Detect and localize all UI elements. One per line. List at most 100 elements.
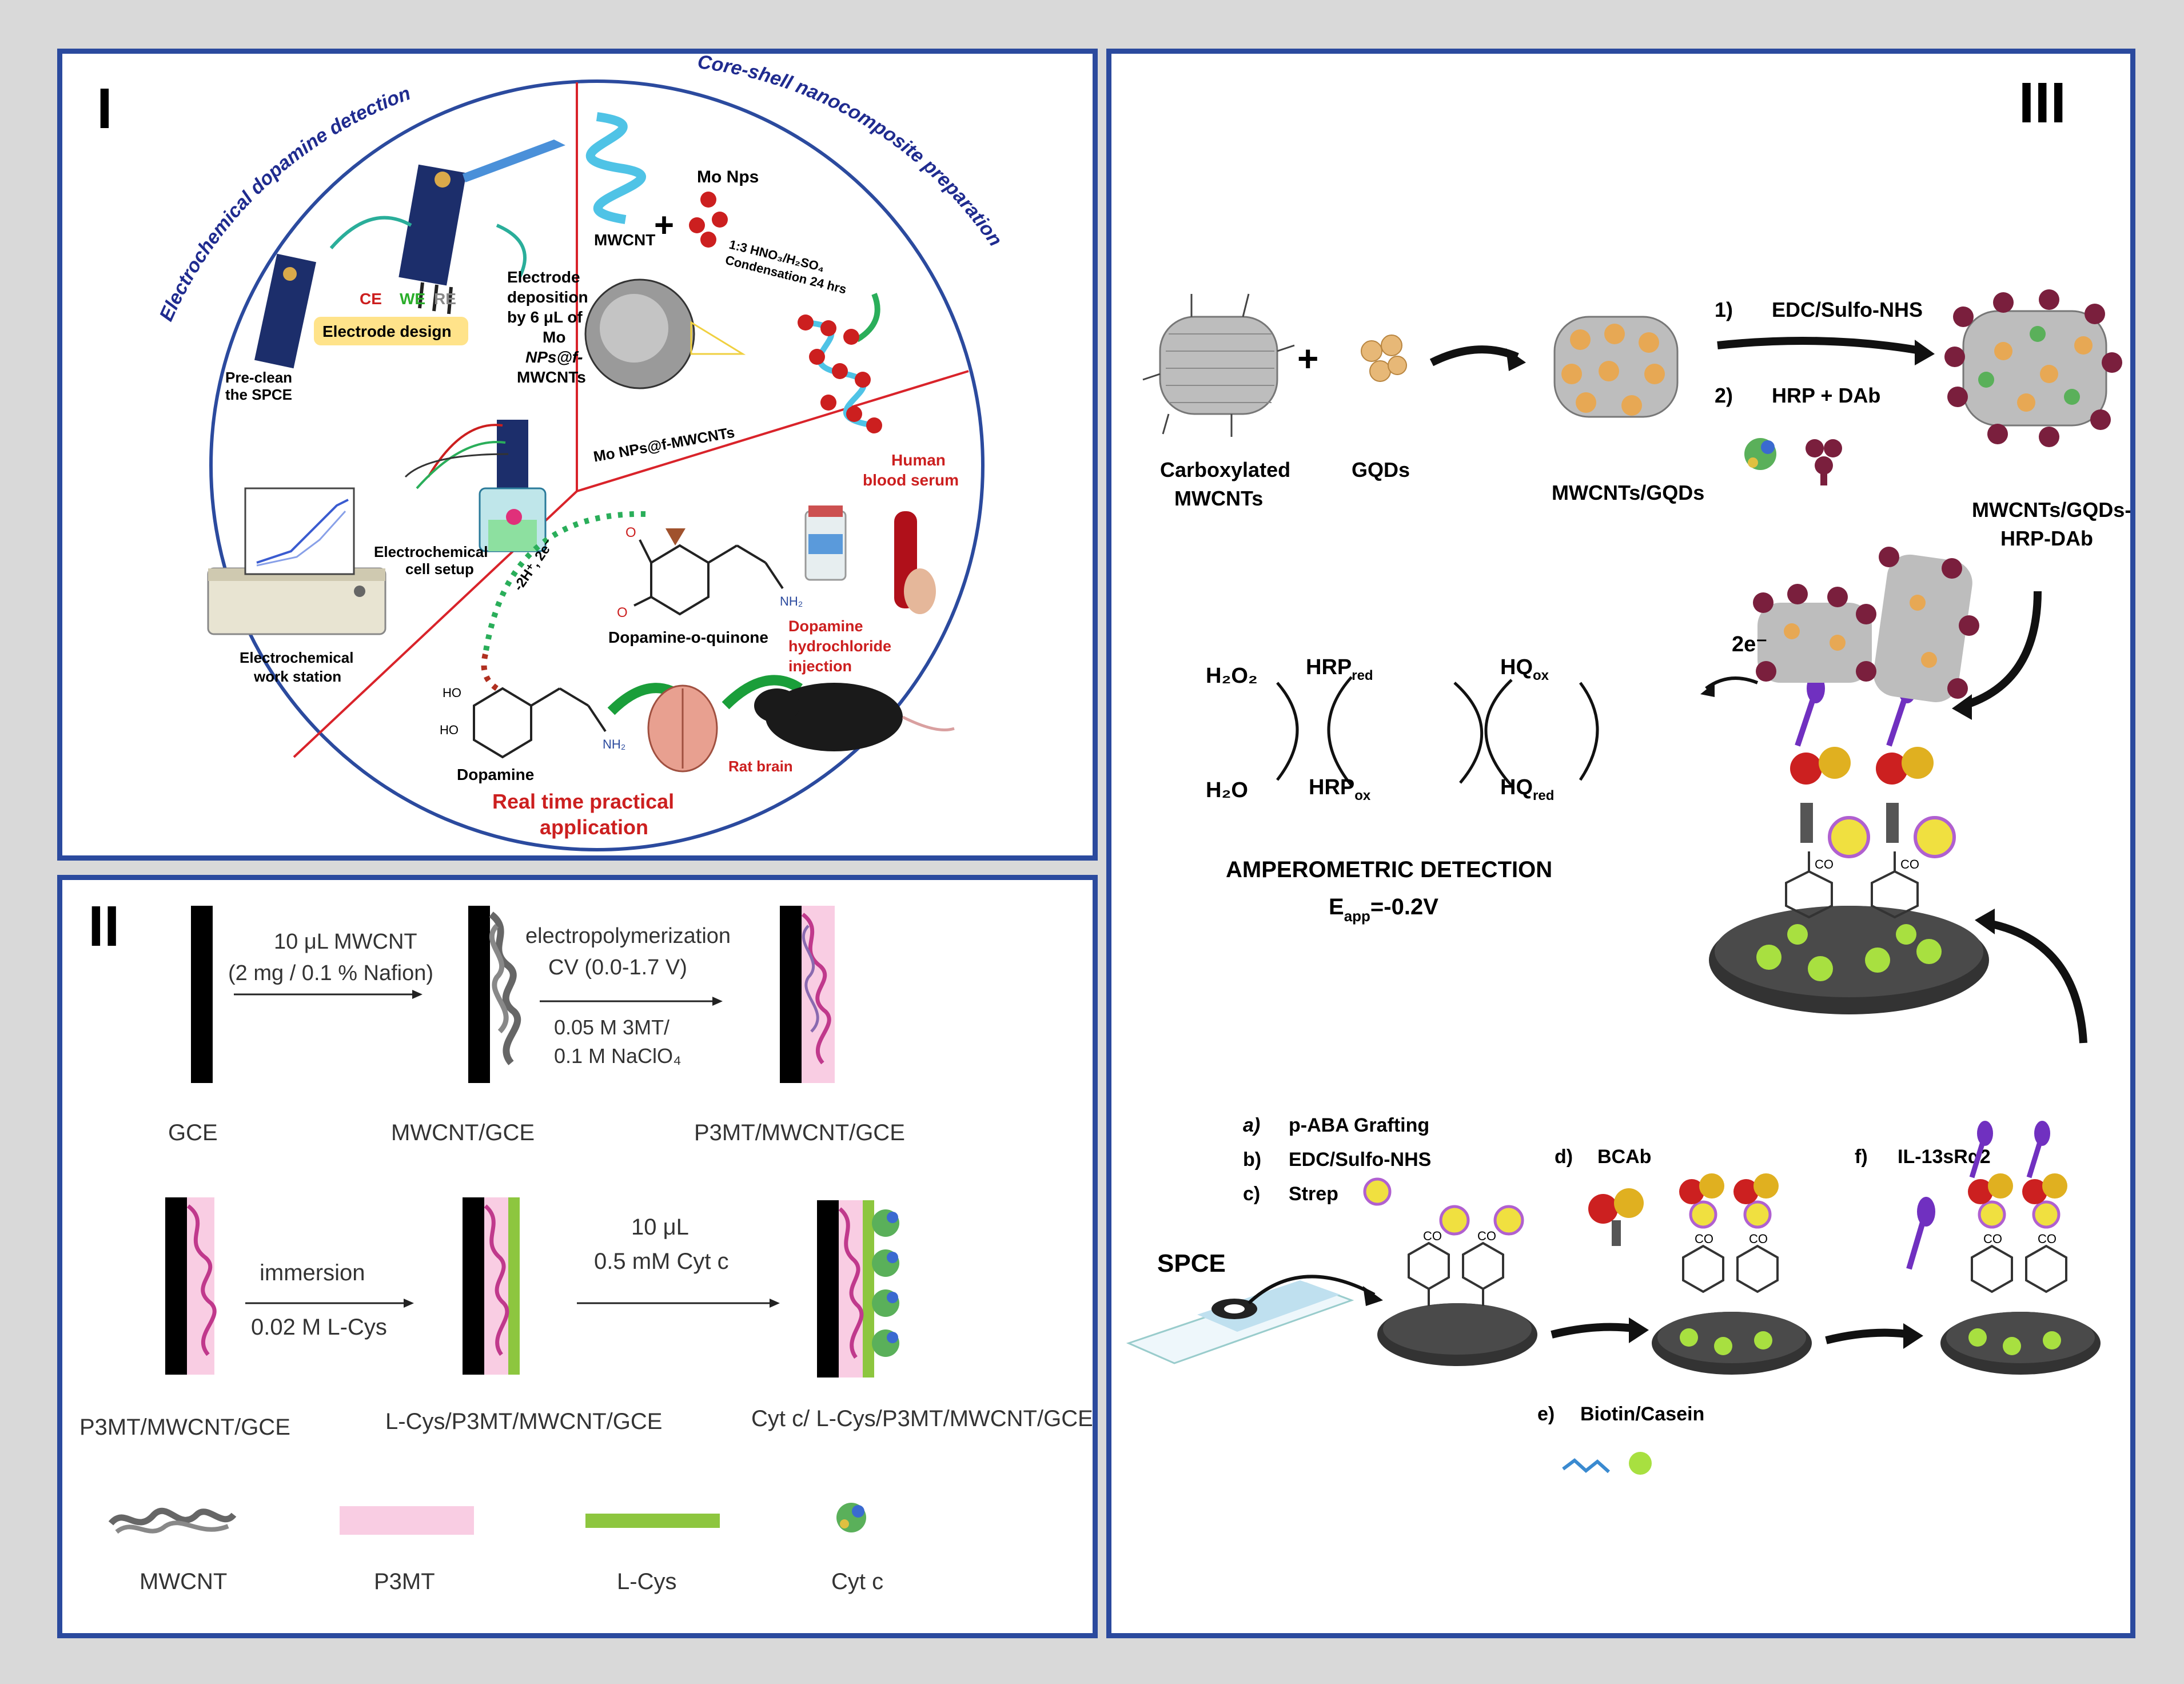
amperometric-label: AMPEROMETRIC DETECTION: [1226, 857, 1552, 882]
mwcnt-spring-icon: [585, 112, 647, 224]
arrow-spce-to-electrode: [1247, 1275, 1376, 1305]
redox-arc-1: [1276, 682, 1299, 781]
panel-1-circle: [209, 79, 985, 851]
panel-1-svg: I Electrochemical dopamine detection Cor…: [97, 54, 1006, 851]
legend-p3mt-label: P3MT: [374, 1569, 435, 1594]
strep-icon: [1363, 1177, 1392, 1206]
arrow-step4-head: [770, 1299, 780, 1308]
p3mt-mwcnt-gce-electrode: [780, 906, 835, 1083]
p3mt-mwcnt-gce-electrode-2: [165, 1197, 217, 1375]
biotin-casein-icon: [1562, 1452, 1652, 1475]
gce-label: GCE: [168, 1120, 218, 1145]
conjugate-line2: HRP-DAb: [2000, 527, 2093, 550]
arrow-preclean-to-design: [329, 216, 412, 249]
application-line2: application: [540, 815, 648, 839]
arrow-step2-head: [712, 997, 723, 1006]
arrow-step1-head: [412, 990, 423, 999]
electrode-deposition-text: Electrode deposition by 6 μL of Mo NPs@f…: [507, 268, 588, 386]
arrow-e1-to-e2-head: [1629, 1317, 1649, 1343]
svg-text:Electrode: Electrode: [507, 268, 580, 286]
step4-line1: 10 μL: [631, 1215, 689, 1240]
step-f-key: f): [1855, 1146, 1868, 1168]
step3-line1: immersion: [260, 1260, 365, 1285]
panel-2-svg: II 10 μL MWCNT (2 mg / 0.1 % Nafion) ele…: [79, 894, 1093, 1594]
step2-line3: 0.05 M 3MT/: [554, 1016, 669, 1039]
hrp-icon: [1744, 438, 1776, 470]
co-label-2: CO: [1900, 857, 1919, 871]
ce-label: CE: [360, 290, 382, 308]
quinone-o1: O: [625, 525, 636, 540]
arrow-step3-head: [404, 1299, 414, 1308]
h2o2-label: H₂O₂: [1206, 664, 1258, 688]
legend-cytc-label: Cyt c: [831, 1569, 883, 1594]
svg-text:NPs@f-: NPs@f-: [525, 348, 583, 366]
step2-line2: CV (0.0-1.7 V): [548, 956, 687, 980]
electron-arrow-head: [1700, 683, 1715, 697]
co-label-4: CO: [1477, 1229, 1496, 1243]
re-label: RE: [434, 290, 456, 308]
cell-setup-line1: Electrochemical: [374, 543, 488, 560]
arrow-to-mwcnts-gqds: [1429, 345, 1519, 367]
workstation-icon: [207, 487, 386, 635]
svg-text:Strep: Strep: [1289, 1183, 1338, 1205]
human-serum-line2: blood serum: [863, 471, 959, 489]
steps-abc: a) p-ABA Grafting b) EDC/Sulfo-NHS c) St…: [1243, 1114, 1431, 1205]
arc-title-right: Core-shell nanocomposite preparation: [696, 54, 1006, 250]
legend-cytc-swatch: [836, 1503, 866, 1532]
p3mt-mwcnt-gce-label-2: P3MT/MWCNT/GCE: [79, 1415, 290, 1440]
step-e-value: Biotin/Casein: [1580, 1403, 1704, 1425]
arrow-to-composite: [855, 293, 880, 343]
pre-clean-line1: Pre-clean: [225, 369, 292, 386]
plus-icon: +: [654, 206, 674, 244]
vial-icon: [804, 505, 847, 581]
gqds-label: GQDs: [1352, 458, 1410, 481]
arrow-e2-to-e3: [1825, 1328, 1912, 1344]
electron-arrow: [1705, 676, 1759, 690]
co-label-7: CO: [1983, 1232, 2002, 1246]
step1-num: 1): [1715, 298, 1733, 321]
rat-brain-label: Rat brain: [728, 758, 793, 775]
reaction-condition: 1:3 HNO₃/H₂SO₄ Condensation 24 hrs: [724, 237, 848, 297]
co-label-6: CO: [1749, 1232, 1768, 1246]
step4-line2: 0.5 mM Cyt c: [594, 1249, 729, 1274]
co-label-3: CO: [1423, 1229, 1442, 1243]
quinone-marker: [665, 528, 686, 546]
human-serum-line1: Human: [891, 451, 946, 469]
two-electron-label: 2e⁻: [1732, 632, 1767, 656]
step-d-value: BCAb: [1597, 1146, 1651, 1168]
redox-arc-4: [1484, 679, 1513, 787]
svg-text:p-ABA Grafting: p-ABA Grafting: [1289, 1114, 1429, 1136]
gqds-icon: [1361, 335, 1407, 382]
legend-mwcnt-label: MWCNT: [140, 1569, 227, 1594]
sensor-with-conjugates: [1709, 547, 1989, 1014]
step2-text: HRP + DAb: [1772, 384, 1880, 407]
cell-setup-line2: cell setup: [405, 560, 474, 578]
step1-line1: 10 μL MWCNT: [274, 930, 417, 954]
arrow-e1-to-e2: [1551, 1323, 1638, 1339]
electrode-design-label: Electrode design: [322, 323, 452, 340]
step2-line1: electropolymerization: [525, 924, 731, 948]
quinone-label: Dopamine-o-quinone: [608, 628, 768, 646]
mo-nps-fmwcnts-label: Mo NPs@f-MWCNTs: [592, 424, 736, 465]
hrp-red-label: HRPred: [1306, 655, 1373, 683]
mwcnts-gqds-icon: [1553, 316, 1679, 418]
injection-label: Dopamine hydrochloride injection: [788, 618, 891, 675]
zoom-callout: [690, 321, 746, 355]
legend-lcys-label: L-Cys: [617, 1569, 676, 1594]
hq-red-label: HQred: [1500, 775, 1554, 803]
cytc-stack-electrode: [817, 1200, 899, 1378]
spce-label: SPCE: [1157, 1249, 1226, 1277]
dopamine-label: Dopamine: [457, 766, 534, 783]
spce-strip-icon: [254, 253, 316, 369]
arrow-up-to-sensor: [1985, 919, 2087, 1044]
rat-icon: [766, 683, 903, 751]
h2o-label: H₂O: [1206, 778, 1248, 802]
plus-sign: +: [1297, 338, 1318, 379]
divider-right: [576, 370, 969, 492]
conjugate-line1: MWCNTs/GQDs-: [1972, 498, 2130, 521]
step1-text: EDC/Sulfo-NHS: [1772, 298, 1923, 321]
step2-line4: 0.1 M NaClO₄: [554, 1044, 681, 1068]
step-d-key: d): [1555, 1146, 1573, 1168]
svg-text:Mo: Mo: [543, 328, 565, 346]
wire-green: [416, 441, 506, 489]
